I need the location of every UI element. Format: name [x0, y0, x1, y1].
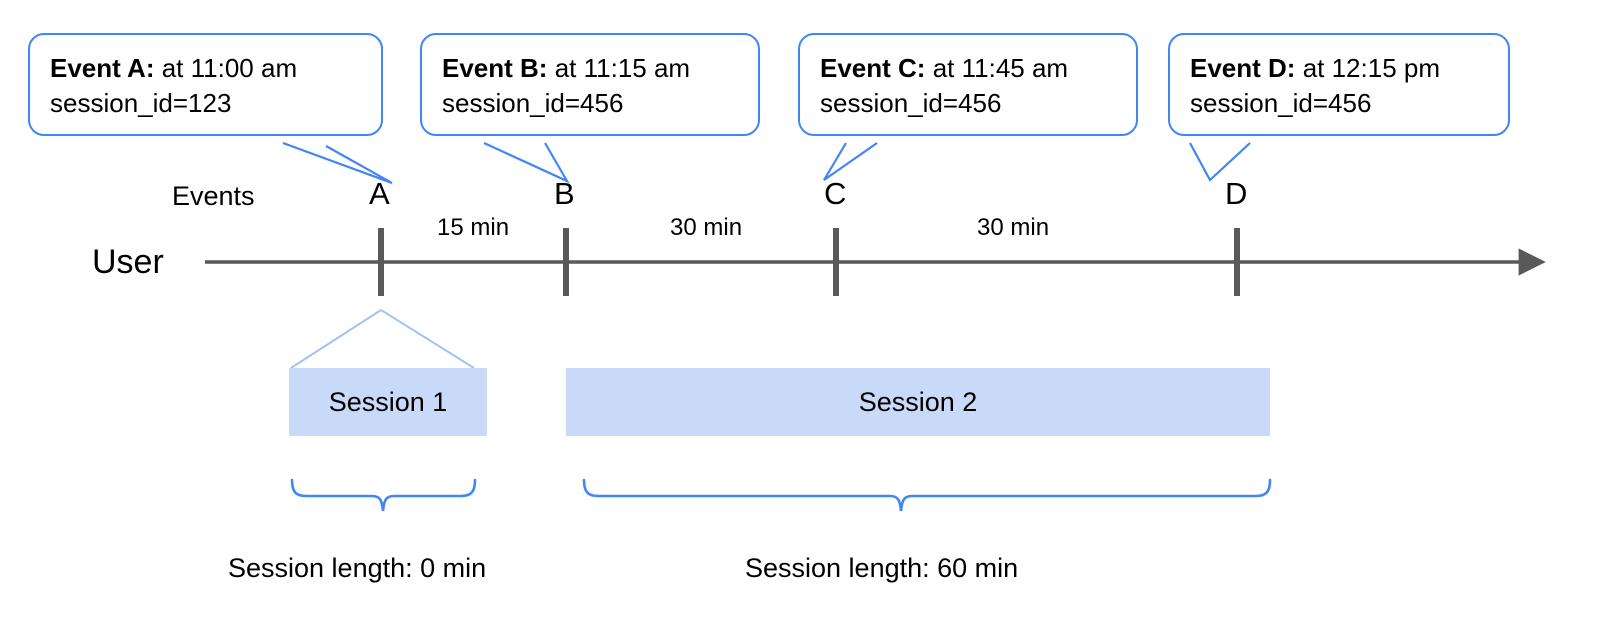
session-length-label-2: Session length: 60 min — [745, 553, 1019, 583]
event-marker-label-c: C — [824, 176, 847, 211]
event-marker-label-b: B — [554, 176, 575, 211]
callout-c-lead: Event C: — [820, 53, 926, 83]
callout-d-time: at 12:15 pm — [1295, 53, 1441, 83]
callout-event-c[interactable]: Event C: at 11:45 am session_id=456 — [798, 33, 1138, 137]
session-bar-2[interactable]: Session 2 — [566, 368, 1270, 436]
callout-a-time: at 11:00 am — [154, 53, 298, 83]
event-marker-label-d: D — [1225, 176, 1248, 211]
callout-d-lead: Event D: — [1190, 53, 1296, 83]
callout-tail-c — [823, 142, 878, 181]
callout-b-session: session_id=456 — [442, 87, 624, 118]
callout-b-time: at 11:15 am — [547, 53, 691, 83]
callout-a-session: session_id=123 — [50, 87, 232, 118]
callout-c-time: at 11:45 am — [925, 53, 1069, 83]
callout-tail-d — [1189, 142, 1251, 182]
session1-connector — [290, 309, 475, 369]
callout-d-session: session_id=456 — [1190, 87, 1372, 118]
session2-brace — [582, 478, 1272, 512]
callout-b-lead: Event B: — [442, 53, 548, 83]
session-bar-1[interactable]: Session 1 — [289, 368, 487, 436]
callout-event-d[interactable]: Event D: at 12:15 pm session_id=456 — [1168, 33, 1510, 137]
callout-a-lead: Event A: — [50, 53, 155, 83]
callout-tail-a — [282, 141, 393, 185]
session1-brace — [290, 478, 477, 512]
event-marker-label-a: A — [369, 176, 390, 211]
callout-event-b[interactable]: Event B: at 11:15 am session_id=456 — [420, 33, 760, 137]
callout-c-session: session_id=456 — [820, 87, 1002, 118]
session-bar-1-label: Session 1 — [328, 386, 448, 417]
interval-label-cd: 30 min — [977, 214, 1050, 241]
axis-label-user: User — [92, 243, 164, 281]
session-length-label-1: Session length: 0 min — [228, 553, 487, 583]
callout-tail-b — [483, 141, 570, 184]
interval-label-ab: 15 min — [437, 214, 510, 241]
interval-label-bc: 30 min — [670, 214, 743, 241]
row-label-events: Events — [172, 181, 255, 211]
callout-event-a[interactable]: Event A: at 11:00 am session_id=123 — [28, 33, 383, 137]
session-bar-2-label: Session 2 — [858, 386, 978, 417]
